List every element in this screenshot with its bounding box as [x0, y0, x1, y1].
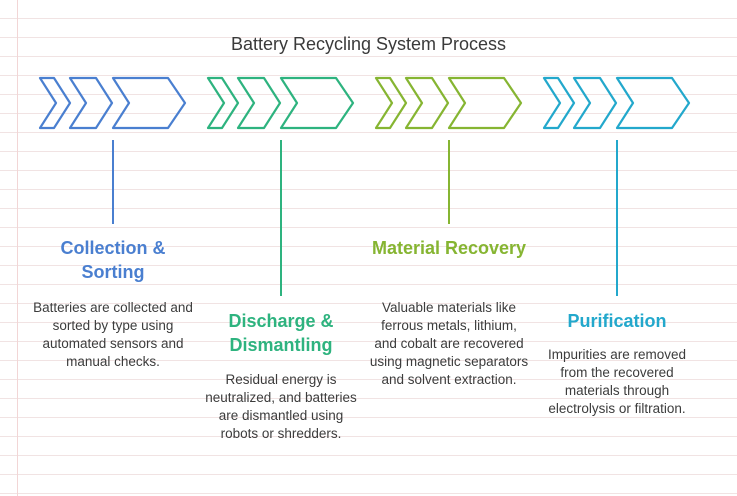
stage-3-description: Valuable materials like ferrous metals, … — [369, 300, 529, 387]
stage-1-title: Collection & Sorting — [60, 238, 166, 282]
stage-2-chevron-large — [279, 76, 355, 130]
stage-1-chevron-large — [111, 76, 187, 130]
stage-1-chevron-small-1 — [38, 76, 72, 130]
stage-1-description: Batteries are collected and sorted by ty… — [33, 300, 193, 369]
stage-4-title: Purification — [567, 311, 667, 331]
stage-3-chevron-small-1 — [374, 76, 408, 130]
stage-4-chevron-small-1 — [542, 76, 576, 130]
stage-4-graphic — [542, 76, 691, 296]
stage-3-chevron-large — [447, 76, 523, 130]
notebook-margin-line — [17, 0, 18, 496]
stage-1-graphic — [38, 76, 187, 224]
stage-2-chevron-small-2 — [236, 76, 282, 130]
stage-2-graphic — [206, 76, 355, 296]
stage-3-chevron-small-2 — [404, 76, 450, 130]
stage-3-graphic — [374, 76, 523, 224]
stage-4-chevron-large — [615, 76, 691, 130]
stage-3-title: Material Recovery — [371, 238, 527, 258]
stage-4-description: Impurities are removed from the recovere… — [547, 347, 687, 416]
stage-2-chevron-small-1 — [206, 76, 240, 130]
stage-4-chevron-small-2 — [572, 76, 618, 130]
stage-2-description: Residual energy is neutralized, and batt… — [205, 372, 357, 441]
stage-1-chevron-small-2 — [68, 76, 114, 130]
diagram-title: Battery Recycling System Process — [230, 34, 507, 54]
stage-2-title: Discharge & Dismantling — [228, 311, 334, 355]
